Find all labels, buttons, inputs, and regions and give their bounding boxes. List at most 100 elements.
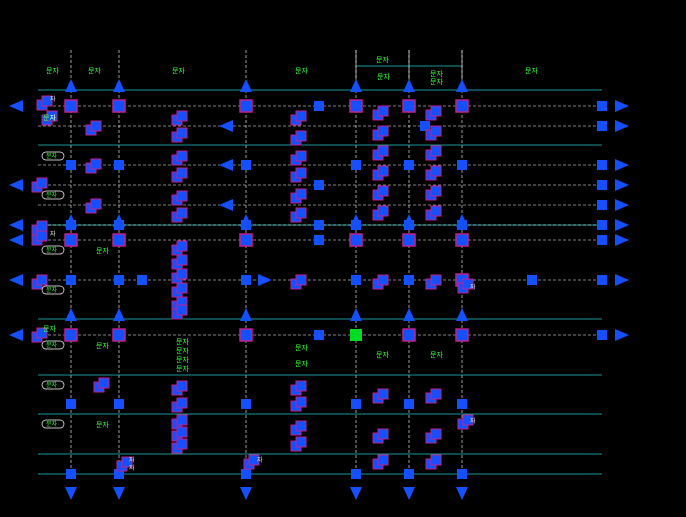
outlined-node-icon [402, 233, 416, 247]
outlined-node-icon [239, 233, 253, 247]
fixture-front-icon [430, 125, 442, 137]
square-node-icon [241, 220, 251, 230]
tag-text: 문자 [46, 420, 58, 428]
arrow-left-icon [9, 329, 23, 341]
fixture-front-icon [90, 158, 102, 170]
fixture-front-icon [176, 254, 188, 266]
fixture-front-icon [430, 388, 442, 400]
arrow-left-icon [219, 199, 233, 211]
fixture-front-icon [377, 125, 389, 137]
square-node-icon [241, 399, 251, 409]
fixture-front-icon [36, 177, 48, 189]
fixture-front-icon [462, 278, 474, 290]
arrow-left-icon [219, 120, 233, 132]
arrow-left-icon [9, 219, 23, 231]
fixture-front-icon [295, 207, 307, 219]
outlined-node-icon [455, 328, 469, 342]
square-node-icon [114, 160, 124, 170]
body-label: 문자 [295, 343, 308, 352]
tag-bubble [41, 285, 65, 295]
square-node-icon [66, 275, 76, 285]
fixture-front-icon [176, 438, 188, 450]
arrow-up-icon [403, 308, 415, 321]
outlined-node-icon [349, 99, 363, 113]
fixture-front-icon [430, 274, 442, 286]
outlined-node-icon [112, 99, 126, 113]
fixture-front-icon [295, 167, 307, 179]
fixture-front-icon [176, 426, 188, 438]
square-node-icon [404, 469, 414, 479]
fixture-front-icon [248, 454, 260, 466]
fixture-front-icon [462, 414, 474, 426]
fixture-front-icon [295, 420, 307, 432]
body-label: 문자 [43, 113, 56, 122]
fixture-front-icon [176, 282, 188, 294]
fixture-front-icon [176, 167, 188, 179]
square-node-icon [114, 275, 124, 285]
arrow-down-icon [65, 487, 77, 500]
outlined-node-icon [402, 99, 416, 113]
arrow-right-icon [615, 274, 629, 286]
body-label: 문자 [295, 359, 308, 368]
outlined-node-icon [112, 328, 126, 342]
body-label: 문자 [176, 337, 189, 346]
tag-bubble [41, 190, 65, 200]
arrow-left-icon [219, 159, 233, 171]
arrow-up-icon [113, 308, 125, 321]
arrow-down-icon [403, 487, 415, 500]
fixture-front-icon [176, 414, 188, 426]
mark-label: 자 [470, 283, 476, 291]
mark-label: 자 [470, 417, 476, 425]
mark-label: 자 [257, 456, 263, 464]
mark-label: 자 [50, 230, 56, 238]
square-node-icon [314, 220, 324, 230]
arrow-right-icon [615, 329, 629, 341]
outlined-node-icon [349, 233, 363, 247]
fixture-front-icon [176, 304, 188, 316]
fixture-front-icon [430, 145, 442, 157]
header-label: 문자 [430, 77, 443, 86]
arrow-up-icon [240, 79, 252, 92]
mark-label: 자 [129, 464, 135, 472]
square-node-icon [351, 399, 361, 409]
arrow-up-icon [456, 308, 468, 321]
square-node-icon [457, 220, 467, 230]
arrow-down-icon [456, 487, 468, 500]
fixture-front-icon [430, 454, 442, 466]
square-node-icon [314, 101, 324, 111]
tag-text: 문자 [46, 341, 58, 349]
fixture-front-icon [295, 396, 307, 408]
fixture-front-icon [377, 105, 389, 117]
fixture-front-icon [90, 120, 102, 132]
square-node-icon [404, 160, 414, 170]
tag-bubble [41, 419, 65, 429]
fixture-front-icon [430, 205, 442, 217]
outlined-node-icon [64, 233, 78, 247]
tag-text: 문자 [46, 246, 58, 254]
square-node-icon [241, 275, 251, 285]
fixture-front-icon [176, 268, 188, 280]
fixture-front-icon [377, 185, 389, 197]
square-node-icon [114, 399, 124, 409]
square-node-icon [457, 160, 467, 170]
arrow-up-icon [350, 308, 362, 321]
fixture-front-icon [176, 207, 188, 219]
arrow-up-icon [65, 79, 77, 92]
arrow-right-icon [615, 159, 629, 171]
body-label: 문자 [176, 346, 189, 355]
header-label: 문자 [430, 69, 443, 78]
fixture-front-icon [295, 380, 307, 392]
fixture-front-icon [36, 327, 48, 339]
square-node-icon [404, 275, 414, 285]
fixture-front-icon [90, 198, 102, 210]
square-node-icon [351, 469, 361, 479]
fixture-front-icon [121, 456, 133, 468]
fixture-front-icon [176, 397, 188, 409]
arrow-up-icon [350, 79, 362, 92]
fixture-front-icon [295, 436, 307, 448]
highlight-node-icon [350, 329, 362, 341]
arrow-left-icon [9, 179, 23, 191]
arrow-up-icon [240, 308, 252, 321]
